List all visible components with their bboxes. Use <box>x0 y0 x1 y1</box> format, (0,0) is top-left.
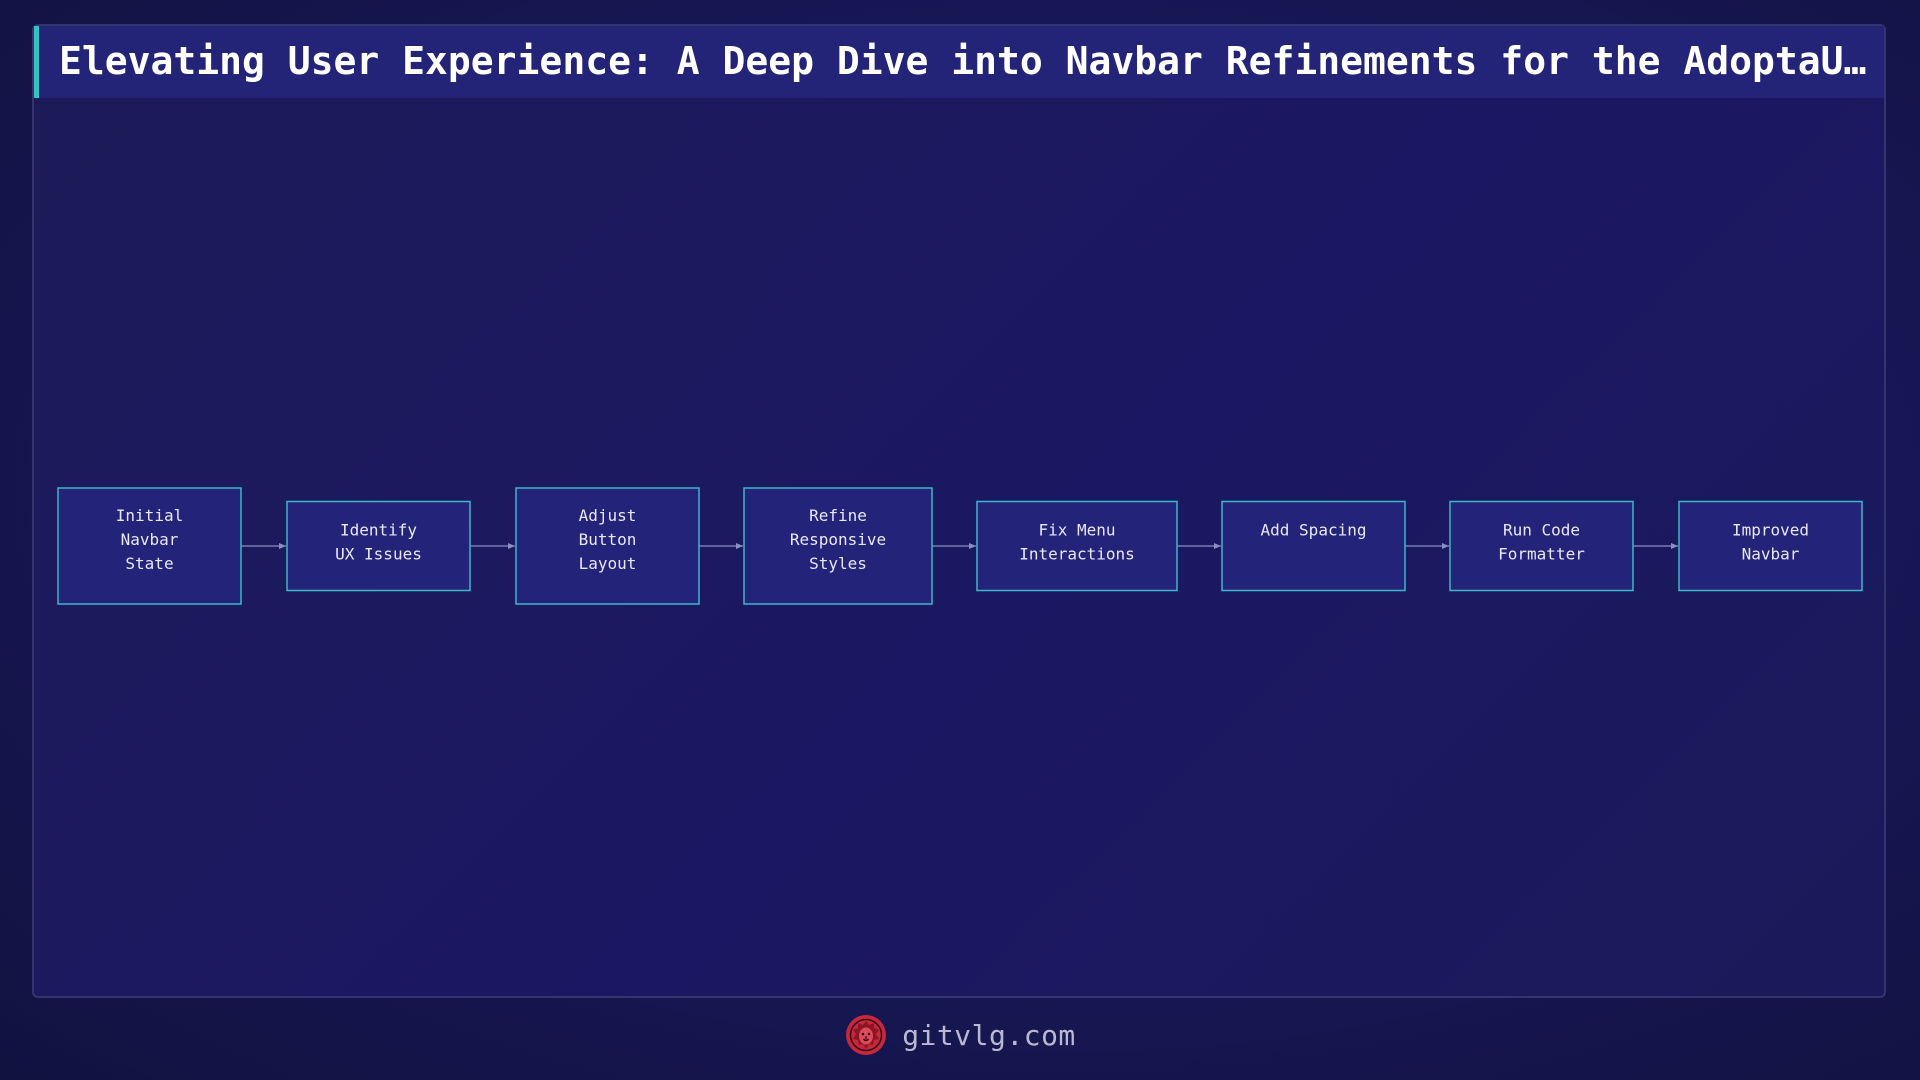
flow-node-label-line: Initial <box>116 506 183 525</box>
flow-node-box <box>286 500 471 592</box>
flow-node-label-line: Formatter <box>1498 545 1585 564</box>
flow-node-label-line: Fix Menu <box>1038 521 1115 540</box>
flow-node-label-line: Add Spacing <box>1261 521 1367 540</box>
flow-node-box <box>1449 500 1634 592</box>
flow-node-label-line: Run Code <box>1503 521 1580 540</box>
flow-node-label-line: State <box>125 554 173 573</box>
flow-node-label-line: Button <box>579 530 637 549</box>
flow-node-box <box>57 487 242 605</box>
flow-node-label-line: Refine <box>809 506 867 525</box>
flow-node-label-line: Adjust <box>579 506 637 525</box>
title-bar: Elevating User Experience: A Deep Dive i… <box>34 26 1884 98</box>
flow-node-identify: Identify UX Issues <box>286 500 471 592</box>
lion-head-icon <box>846 1015 887 1055</box>
flow-node-box <box>976 500 1178 592</box>
flow-node-label-line: UX Issues <box>335 545 422 564</box>
flow-node-label-line: Navbar <box>121 530 179 549</box>
flow-node-label-line: Improved <box>1732 521 1809 540</box>
flow-node-box <box>1221 500 1406 592</box>
flow-node-box <box>743 487 933 605</box>
footer: gitvlg.com <box>0 1010 1920 1060</box>
footer-site-label: gitvlg.com <box>902 1018 1076 1052</box>
flow-node-label-line: Navbar <box>1742 545 1800 564</box>
flow-node-label-line: Interactions <box>1019 545 1135 564</box>
flow-node-box <box>1678 500 1863 592</box>
flow-node-label-line: Identify <box>340 521 417 540</box>
flow-node-box <box>515 487 700 605</box>
flow-node-label-line: Responsive <box>790 530 886 549</box>
flow-node-label-line: Layout <box>579 554 637 573</box>
flow-node-add-spacing: Add Spacing <box>1221 500 1406 592</box>
flow-node-label-line: Styles <box>809 554 867 573</box>
